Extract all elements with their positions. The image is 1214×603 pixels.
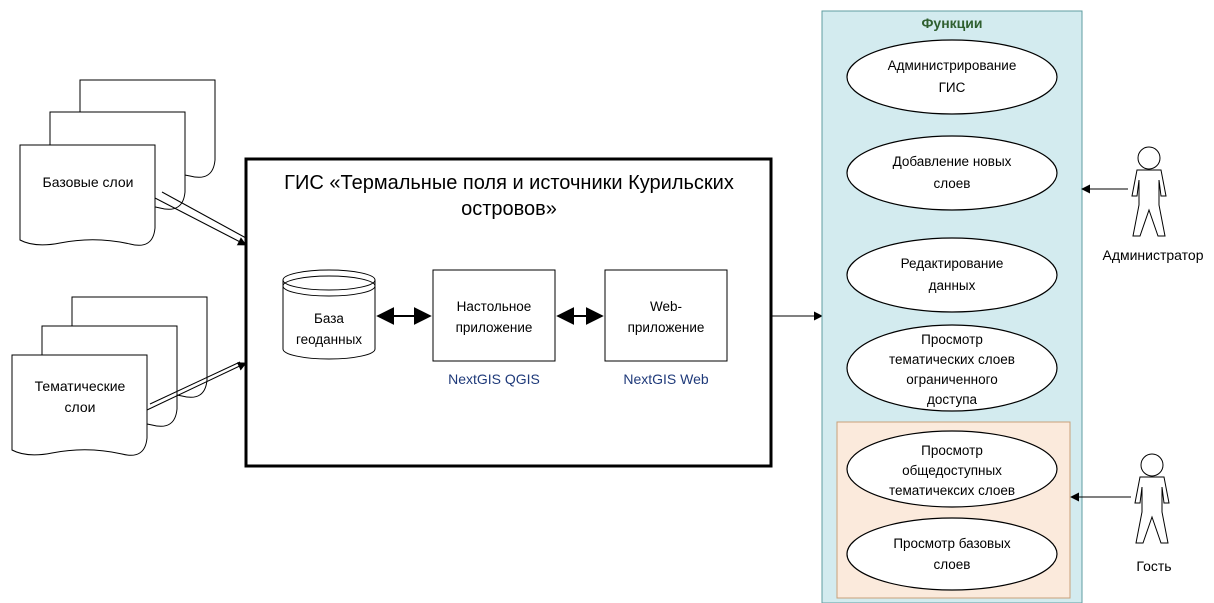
web-app-caption: NextGIS Web <box>623 371 709 387</box>
desktop-app-label-line2: приложение <box>456 320 533 335</box>
admin-actor-label: Администратор <box>1102 247 1203 263</box>
geodatabase-label-line2: геоданных <box>296 332 362 347</box>
svg-text:слоев: слоев <box>934 557 971 572</box>
svg-text:Добавление новых: Добавление новых <box>893 154 1012 169</box>
svg-text:ГИС: ГИС <box>939 80 966 95</box>
desktop-app-box: Настольное приложение <box>432 269 556 362</box>
svg-text:Редактирование: Редактирование <box>901 256 1004 271</box>
svg-text:доступа: доступа <box>927 392 978 407</box>
svg-text:Администрирование: Администрирование <box>888 58 1017 73</box>
thematic-layers-connector-shadow <box>149 361 241 405</box>
gis-system-box: ГИС «Термальные поля и источники Курильс… <box>244 157 773 468</box>
svg-text:Просмотр: Просмотр <box>921 443 983 458</box>
base-layers-label: Базовые слои <box>43 174 134 190</box>
svg-text:тематичексих слоев: тематичексих слоев <box>889 483 1015 498</box>
svg-text:общедоступных: общедоступных <box>902 463 1002 478</box>
web-app-label-line2: приложение <box>628 320 705 335</box>
svg-text:тематических слоев: тематических слоев <box>889 352 1015 367</box>
guest-actor-icon <box>1134 453 1170 544</box>
desktop-app-label-line1: Настольное <box>457 299 532 314</box>
function-add-layers: Добавление новых слоев <box>846 135 1058 211</box>
function-view-restricted-layers: Просмотр тематических слоев ограниченног… <box>846 324 1058 412</box>
geodatabase-cylinder: База геоданных <box>282 269 376 360</box>
gis-title-line1: ГИС «Термальные поля и источники Курильс… <box>284 172 734 194</box>
guest-actor: Гость <box>1070 453 1172 574</box>
doc-sheet-front <box>19 144 156 246</box>
geodatabase-label-line1: База <box>314 311 344 326</box>
gis-title-line2: островов» <box>461 198 557 220</box>
function-admin-gis: Администрирование ГИС <box>846 39 1058 115</box>
svg-text:данных: данных <box>929 278 976 293</box>
svg-text:Просмотр: Просмотр <box>921 332 983 347</box>
thematic-layers-label-line2: слои <box>65 399 96 415</box>
function-edit-data: Редактирование данных <box>846 237 1058 313</box>
functions-panel: Функции Администрирование ГИС Добавление… <box>821 10 1083 603</box>
base-layers-connector <box>154 197 247 246</box>
thematic-layers-connector <box>146 362 247 411</box>
base-layers-document-stack: Базовые слои <box>19 79 216 246</box>
admin-actor-icon <box>1131 146 1167 237</box>
base-layers-connector-shadow <box>161 191 247 239</box>
guest-actor-label: Гость <box>1136 558 1171 574</box>
svg-text:слоев: слоев <box>934 176 971 191</box>
function-view-base-layers: Просмотр базовых слоев <box>846 517 1058 591</box>
doc-sheet-front <box>11 354 148 456</box>
functions-title: Функции <box>921 15 982 31</box>
thematic-layers-label-line1: Тематические <box>35 378 126 394</box>
desktop-app-caption: NextGIS QGIS <box>448 371 540 387</box>
svg-text:Просмотр базовых: Просмотр базовых <box>893 536 1011 551</box>
web-app-label-line1: Web- <box>650 299 682 314</box>
function-view-public-layers: Просмотр общедоступных тематичексих слое… <box>846 430 1058 508</box>
thematic-layers-document-stack: Тематические слои <box>11 296 208 456</box>
admin-actor: Администратор <box>1081 146 1204 263</box>
svg-text:ограниченного: ограниченного <box>906 372 998 387</box>
web-app-box: Web- приложение <box>604 269 728 362</box>
